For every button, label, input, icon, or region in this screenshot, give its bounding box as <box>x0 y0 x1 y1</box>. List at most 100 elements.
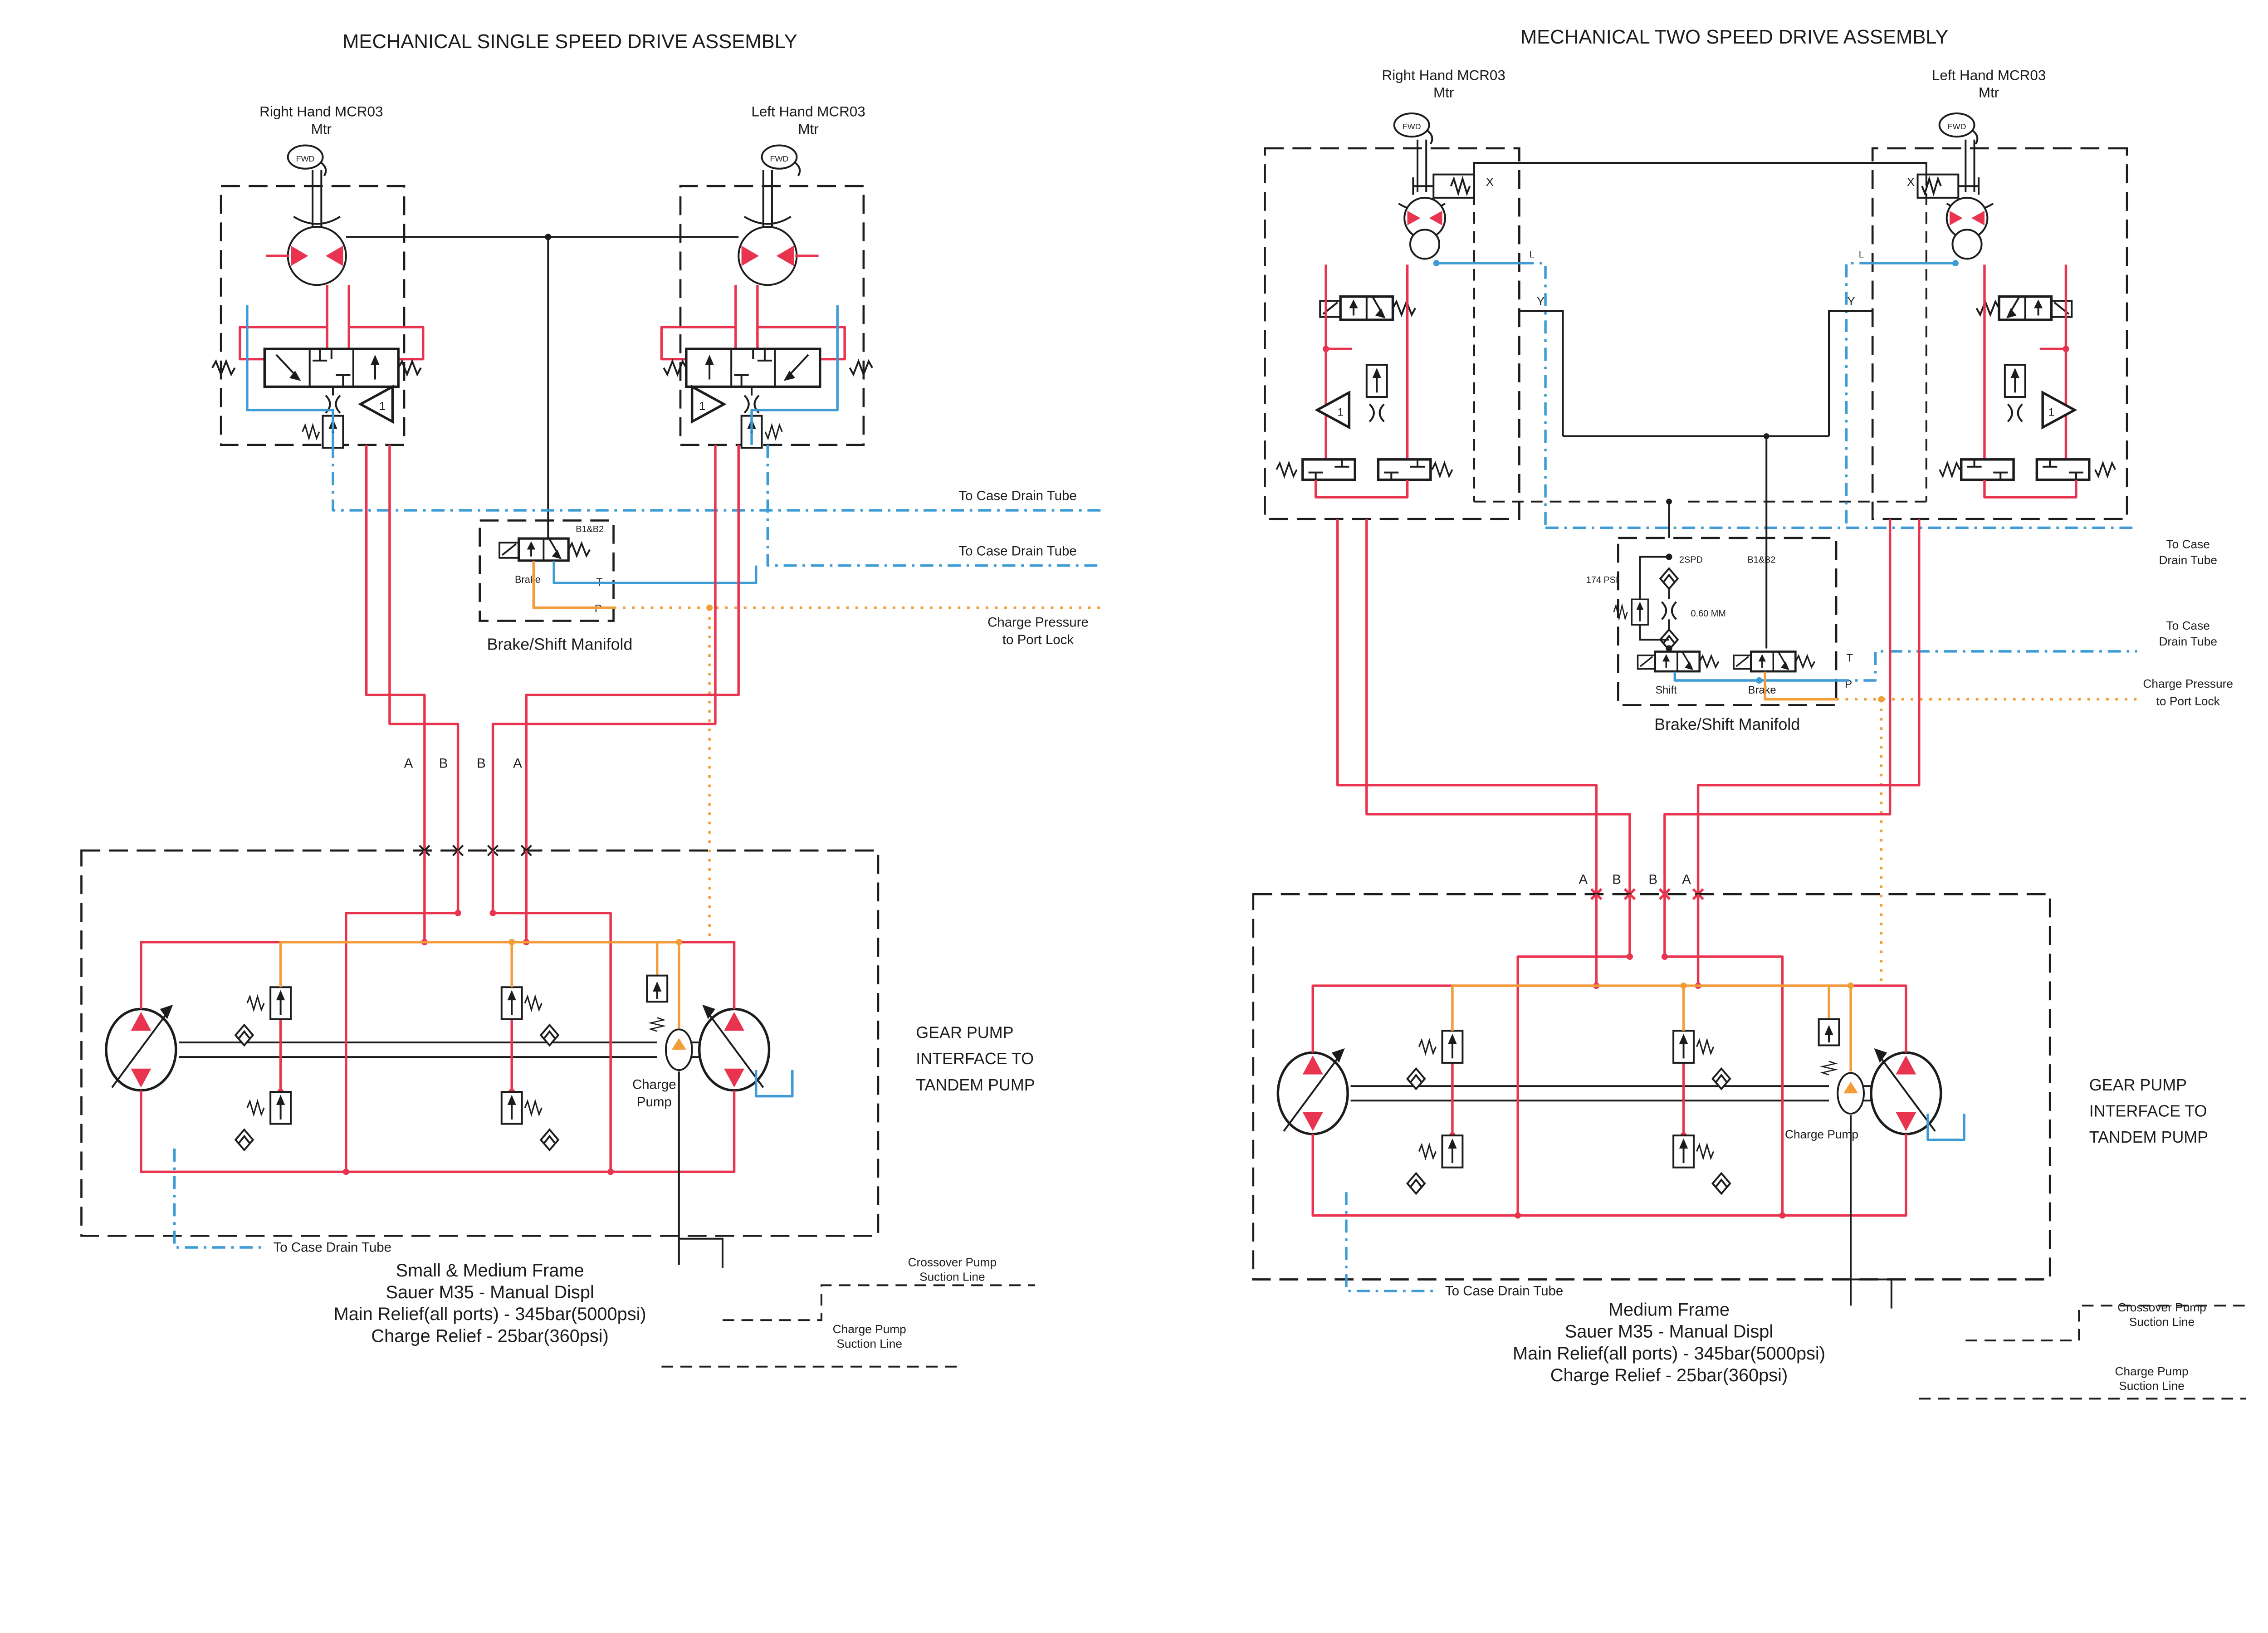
svg-text:Drain Tube: Drain Tube <box>2159 553 2217 567</box>
svg-text:Small & Medium Frame: Small & Medium Frame <box>396 1261 584 1281</box>
y-port-label: Y <box>1847 294 1855 308</box>
ts-case-drain-label-1: To Case Drain Tube <box>2159 537 2217 567</box>
svg-text:To Case: To Case <box>2166 537 2210 551</box>
l-port-label: L <box>1530 249 1535 259</box>
svg-text:Crossover Pump: Crossover Pump <box>908 1256 997 1269</box>
svg-text:Mtr: Mtr <box>798 121 818 137</box>
svg-text:Charge Pump: Charge Pump <box>833 1322 906 1336</box>
svg-text:Suction Line: Suction Line <box>919 1270 985 1284</box>
ts-shift-pilot-lines <box>1473 161 1927 538</box>
ss-fwd-indicator-right: FWD <box>287 144 327 176</box>
ts-ab-risers <box>1336 519 1921 895</box>
svg-text:Right Hand MCR03: Right Hand MCR03 <box>259 103 383 119</box>
ts-crossover-suction-dash <box>1965 1305 2251 1342</box>
ts-fwd-indicator-right: FWD <box>1393 112 1433 145</box>
ss-fwd-indicator-left: FWD <box>761 144 801 176</box>
svg-text:GEAR PUMP: GEAR PUMP <box>916 1023 1013 1041</box>
ss-bottom-case-drain-line <box>173 1149 265 1249</box>
port-b-label: B <box>1612 872 1621 887</box>
svg-text:1: 1 <box>2048 407 2054 419</box>
ts-charge-pressure-label: Charge Pressure to Port Lock <box>2143 677 2233 708</box>
ss-case-drain-label-2: To Case Drain Tube <box>958 543 1076 558</box>
brake-valve-label: Brake <box>515 574 541 585</box>
svg-text:1: 1 <box>379 399 386 413</box>
2spd-label: 2SPD <box>1679 555 1703 565</box>
ts-case-drain-label-2: To Case Drain Tube <box>2159 619 2217 648</box>
orifice-size-label: 0.60 MM <box>1691 609 1726 619</box>
svg-text:Sauer M35 - Manual Displ: Sauer M35 - Manual Displ <box>386 1282 594 1302</box>
svg-text:Charge Pump: Charge Pump <box>2115 1364 2189 1378</box>
ts-gear-pump-note: GEAR PUMP INTERFACE TO TANDEM PUMP <box>2089 1076 2208 1146</box>
svg-text:to Port Lock: to Port Lock <box>1002 632 1074 647</box>
ts-brake-release-marker-right: 1 <box>1315 390 1351 430</box>
ss-spec-block: Small & Medium Frame Sauer M35 - Manual … <box>334 1261 646 1346</box>
port-a-label: A <box>513 756 522 771</box>
svg-text:Charge Pressure: Charge Pressure <box>987 615 1089 630</box>
y-port-label: Y <box>1537 294 1545 308</box>
svg-text:TANDEM PUMP: TANDEM PUMP <box>916 1076 1035 1094</box>
ss-tandem-pump-package <box>81 851 878 1236</box>
manifold-caption: Brake/Shift Manifold <box>1654 715 1800 733</box>
svg-text:Right Hand MCR03: Right Hand MCR03 <box>1382 67 1505 83</box>
two-speed-diagram: MECHANICAL TWO SPEED DRIVE ASSEMBLY Righ… <box>1253 26 2251 1400</box>
ss-charge-pump-label: Charge Pump <box>632 1077 676 1110</box>
port-b-label: B <box>1648 872 1657 887</box>
svg-text:INTERFACE TO: INTERFACE TO <box>2089 1102 2207 1120</box>
ts-left-motor-assembly <box>1871 140 2127 519</box>
svg-text:Charge Pressure: Charge Pressure <box>2143 677 2233 690</box>
psi-setting-label: 174 PSI <box>1586 575 1618 585</box>
ss-gear-pump-note: GEAR PUMP INTERFACE TO TANDEM PUMP <box>916 1023 1035 1094</box>
ss-case-drain-label-1: To Case Drain Tube <box>958 489 1076 504</box>
svg-text:GEAR PUMP: GEAR PUMP <box>2089 1076 2187 1094</box>
ss-brake-release-marker-right: 1 <box>358 384 394 424</box>
single-speed-diagram: MECHANICAL SINGLE SPEED DRIVE ASSEMBLY R… <box>81 31 1102 1368</box>
svg-text:Mtr: Mtr <box>1433 85 1454 101</box>
svg-text:TANDEM PUMP: TANDEM PUMP <box>2089 1128 2208 1146</box>
schematic-canvas: MECHANICAL SINGLE SPEED DRIVE ASSEMBLY R… <box>80 26 2251 1400</box>
single-speed-title: MECHANICAL SINGLE SPEED DRIVE ASSEMBLY <box>342 31 797 53</box>
ts-bottom-case-drain-line <box>1345 1192 1437 1292</box>
ts-manifold-tp-lines <box>1673 650 2137 986</box>
svg-text:Sauer M35 - Manual Displ: Sauer M35 - Manual Displ <box>1565 1322 1773 1342</box>
fwd-label: FWD <box>296 154 315 163</box>
b1b2-label: B1&B2 <box>576 524 604 534</box>
svg-text:Charge Relief - 25bar(360psi): Charge Relief - 25bar(360psi) <box>1550 1365 1788 1385</box>
ss-crossover-suction-label: Crossover Pump Suction Line <box>908 1256 997 1284</box>
svg-text:Mtr: Mtr <box>311 121 332 137</box>
ts-charge-suction-line <box>1850 1115 1892 1309</box>
two-speed-title: MECHANICAL TWO SPEED DRIVE ASSEMBLY <box>1520 26 1949 48</box>
ts-charge-pump-label: Charge Pump <box>1785 1128 1858 1141</box>
svg-text:Medium Frame: Medium Frame <box>1608 1300 1730 1320</box>
ss-charge-suction-line <box>678 1071 723 1268</box>
svg-text:Main Relief(all ports) - 345ba: Main Relief(all ports) - 345bar(5000psi) <box>334 1304 646 1324</box>
svg-text:Suction Line: Suction Line <box>2129 1315 2195 1329</box>
ts-l-y-lines <box>1519 262 2137 649</box>
svg-text:Charge Relief - 25bar(360psi): Charge Relief - 25bar(360psi) <box>371 1326 608 1346</box>
ss-bottom-case-drain-label: To Case Drain Tube <box>274 1240 391 1255</box>
ss-crossover-suction-dash <box>722 1284 1036 1321</box>
svg-text:Suction Line: Suction Line <box>2119 1379 2185 1393</box>
svg-text:INTERFACE TO: INTERFACE TO <box>916 1050 1034 1068</box>
svg-text:Crossover Pump: Crossover Pump <box>2117 1301 2206 1314</box>
ts-spec-block: Medium Frame Sauer M35 - Manual Displ Ma… <box>1513 1300 1825 1385</box>
brake-valve-label: Brake <box>1748 684 1776 696</box>
l-port-label: L <box>1859 249 1864 259</box>
svg-text:Drain Tube: Drain Tube <box>2159 635 2217 648</box>
ts-crossover-suction-label: Crossover Pump Suction Line <box>2117 1301 2206 1329</box>
shift-valve-label: Shift <box>1655 684 1677 696</box>
fwd-label: FWD <box>1948 122 1966 131</box>
ss-ab-risers <box>365 445 740 851</box>
port-b-label: B <box>439 756 448 771</box>
b1b2-label: B1&B2 <box>1748 555 1776 565</box>
port-b-label: B <box>477 756 486 771</box>
ts-brake-release-marker-left: 1 <box>2041 390 2077 430</box>
x-port-label: X <box>1486 175 1494 189</box>
svg-text:Charge: Charge <box>632 1077 676 1092</box>
ss-left-hand-motor-label: Left Hand MCR03 Mtr <box>751 103 865 137</box>
ss-case-drain-lines <box>332 445 1102 942</box>
svg-text:1: 1 <box>1338 407 1344 419</box>
ts-left-hand-motor-label: Left Hand MCR03 Mtr <box>1932 67 2046 100</box>
t-port-label: T <box>1847 652 1853 664</box>
svg-text:to Port Lock: to Port Lock <box>2156 694 2220 708</box>
manifold-caption: Brake/Shift Manifold <box>487 636 632 654</box>
